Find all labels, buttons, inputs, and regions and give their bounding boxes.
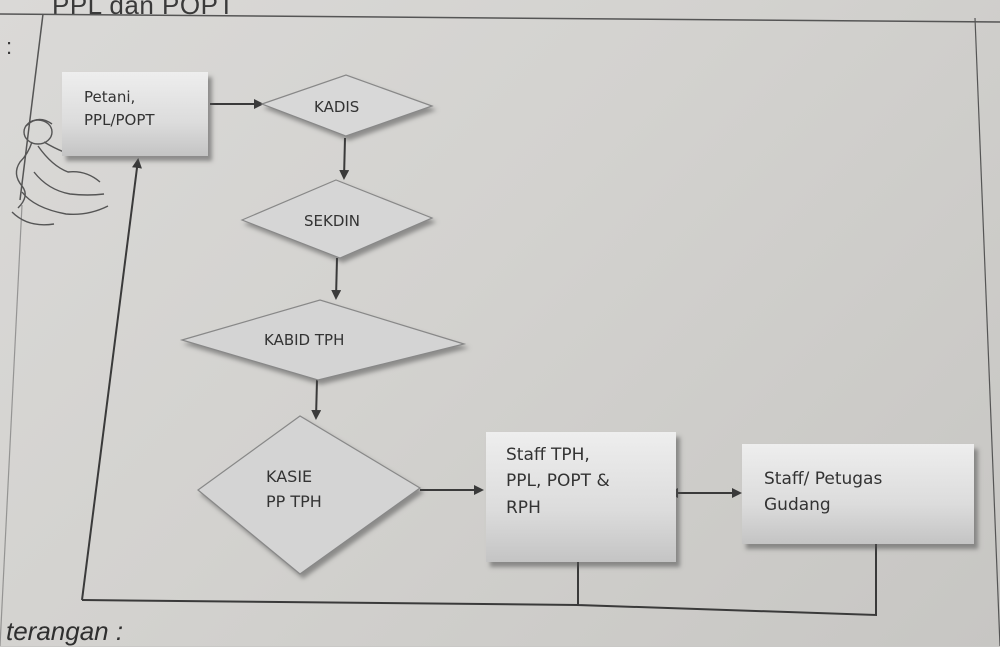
arrow-kadis-sekdin	[339, 137, 350, 180]
feedback-loop-line	[577, 536, 877, 617]
arrow-sekdin-kabid	[331, 257, 342, 300]
node-kabid-label: KABID TPH	[264, 331, 345, 349]
diamond-sekdin	[240, 179, 434, 259]
node-sekdin-label: SEKDIN	[304, 212, 361, 230]
node-petani: Petani, PPL/POPT	[62, 72, 208, 156]
feedback-up-arrow	[81, 158, 142, 601]
node-kadis-label: KADIS	[314, 98, 360, 116]
feedback-return-line	[81, 599, 579, 606]
diamond-kasie	[197, 415, 422, 575]
left-colon: :	[6, 34, 13, 59]
arrow-kabid-kasie	[311, 379, 322, 420]
node-kasie-label: KASIE PP TPH	[266, 467, 322, 511]
diamond-kadis	[260, 74, 434, 137]
node-staff-gudang: Staff/ Petugas Gudang	[742, 444, 974, 544]
node-staff-gudang-label: Staff/ Petugas Gudang	[764, 469, 883, 516]
footer-keterangan: terangan :	[6, 616, 124, 646]
node-staff-tph: Staff TPH, PPL, POPT & RPH	[486, 432, 676, 562]
diamond-kabid	[179, 299, 467, 381]
node-petani-label: Petani, PPL/POPT	[84, 88, 155, 130]
node-staff-tph-label: Staff TPH, PPL, POPT & RPH	[506, 445, 610, 518]
